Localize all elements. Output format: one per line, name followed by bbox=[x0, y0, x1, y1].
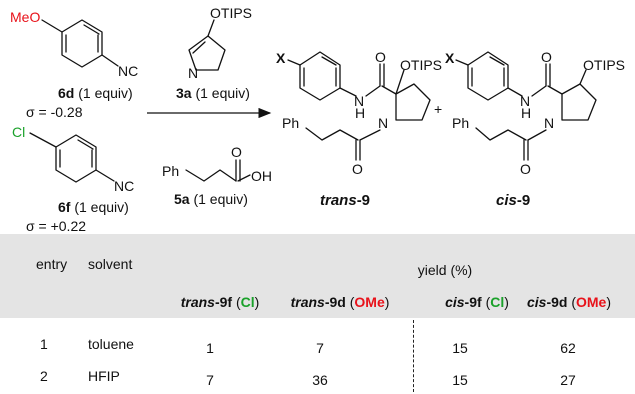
methoxy-substituent: MeO bbox=[10, 9, 40, 25]
aryl-ring-trans bbox=[299, 51, 341, 101]
sigma-6f: σ = +0.22 bbox=[26, 218, 86, 232]
subheader-cis-9f: cis-9f (Cl) bbox=[445, 294, 509, 310]
subheader-trans-9f: trans-9f (Cl) bbox=[180, 294, 260, 310]
product-cis-9: X N H O OTIPS N O Ph cis-9 bbox=[445, 49, 625, 209]
plus-sign: + bbox=[434, 101, 442, 117]
row-2-trans-9d: 36 bbox=[312, 372, 328, 388]
row-1-entry: 1 bbox=[40, 336, 48, 352]
amide-n-trans: N bbox=[354, 93, 364, 109]
header-entry: entry bbox=[36, 256, 68, 272]
otips-label-3a: OTIPS bbox=[210, 5, 252, 21]
reagent-6f: Cl NC 6f (1 equiv) σ = +0.22 bbox=[12, 124, 134, 232]
amide-o-cis: O bbox=[541, 49, 552, 65]
row-2-cis-9f: 15 bbox=[452, 372, 468, 388]
acyl-o-cis: O bbox=[520, 161, 531, 177]
amide-h-cis: H bbox=[521, 105, 531, 121]
table-header bbox=[0, 234, 635, 318]
reagent-5a: Ph O OH 5a (1 equiv) bbox=[162, 144, 272, 207]
label-5a: 5a (1 equiv) bbox=[174, 191, 248, 207]
header-solvent: solvent bbox=[88, 256, 133, 272]
isocyanide-label-6d: NC bbox=[118, 63, 138, 79]
row-1-cis-9d: 62 bbox=[560, 340, 576, 356]
label-3a: 3a (1 equiv) bbox=[176, 85, 250, 101]
phenyl-label-5a: Ph bbox=[162, 163, 179, 179]
hydroxyl-label-5a: OH bbox=[251, 168, 272, 184]
label-trans-9: trans-9 bbox=[320, 192, 370, 209]
row-2-solvent: HFIP bbox=[88, 368, 120, 384]
row-2-trans-9f: 7 bbox=[206, 372, 214, 388]
row-1-trans-9d: 7 bbox=[316, 340, 324, 356]
row-1-solvent: toluene bbox=[88, 336, 134, 352]
carbonyl-o-5a: O bbox=[231, 144, 242, 160]
phenyl-label-trans: Ph bbox=[282, 115, 299, 131]
label-6d: 6d (1 equiv) bbox=[58, 85, 133, 101]
label-cis-9: cis-9 bbox=[496, 192, 530, 209]
amide-n-cis: N bbox=[520, 93, 530, 109]
reagent-6d: MeO NC 6d (1 equiv) σ = -0.28 bbox=[10, 9, 138, 120]
benzene-ring-6f bbox=[55, 134, 97, 183]
row-1-cis-9f: 15 bbox=[452, 340, 468, 356]
pyrrolidine-ring-cis bbox=[561, 83, 597, 121]
nitrogen-label-3a: N bbox=[188, 65, 198, 81]
amide-o-trans: O bbox=[375, 49, 386, 65]
isocyanide-label-6f: NC bbox=[114, 178, 134, 194]
otips-label-cis: OTIPS bbox=[583, 57, 625, 73]
label-6f: 6f (1 equiv) bbox=[58, 199, 129, 215]
acyl-o-trans: O bbox=[352, 161, 363, 177]
pyrroline-ring-3a bbox=[188, 35, 226, 71]
pyrrolidine-ring-trans bbox=[395, 83, 431, 121]
x-label-cis: X bbox=[445, 50, 455, 66]
header-yield: yield (%) bbox=[417, 262, 473, 278]
sigma-6d: σ = -0.28 bbox=[26, 104, 83, 120]
phenyl-label-cis: Ph bbox=[452, 115, 469, 131]
otips-label-trans: OTIPS bbox=[400, 57, 442, 73]
amide-h-trans: H bbox=[355, 105, 365, 121]
row-2-entry: 2 bbox=[40, 368, 48, 384]
yield-table: entry solvent yield (%) trans-9f (Cl) tr… bbox=[0, 234, 635, 394]
column-divider bbox=[413, 320, 414, 392]
x-label-trans: X bbox=[276, 50, 286, 66]
row-1-trans-9f: 1 bbox=[206, 340, 214, 356]
benzene-ring-6d bbox=[61, 19, 103, 68]
subheader-trans-9d: trans-9d (OMe) bbox=[290, 294, 390, 310]
row-2-cis-9d: 27 bbox=[560, 372, 576, 388]
reagent-3a: OTIPS N 3a (1 equiv) bbox=[176, 5, 252, 101]
reaction-scheme: MeO NC 6d (1 equiv) σ = -0.28 Cl NC 6f (… bbox=[10, 5, 625, 232]
ring-n-trans: N bbox=[378, 115, 388, 131]
subheader-cis-9d: cis-9d (OMe) bbox=[526, 294, 612, 310]
aryl-ring-cis bbox=[467, 51, 509, 101]
ring-n-cis: N bbox=[544, 115, 554, 131]
product-trans-9: X N H O OTIPS N O Ph trans-9 bbox=[276, 49, 442, 209]
chloro-substituent: Cl bbox=[12, 124, 25, 140]
